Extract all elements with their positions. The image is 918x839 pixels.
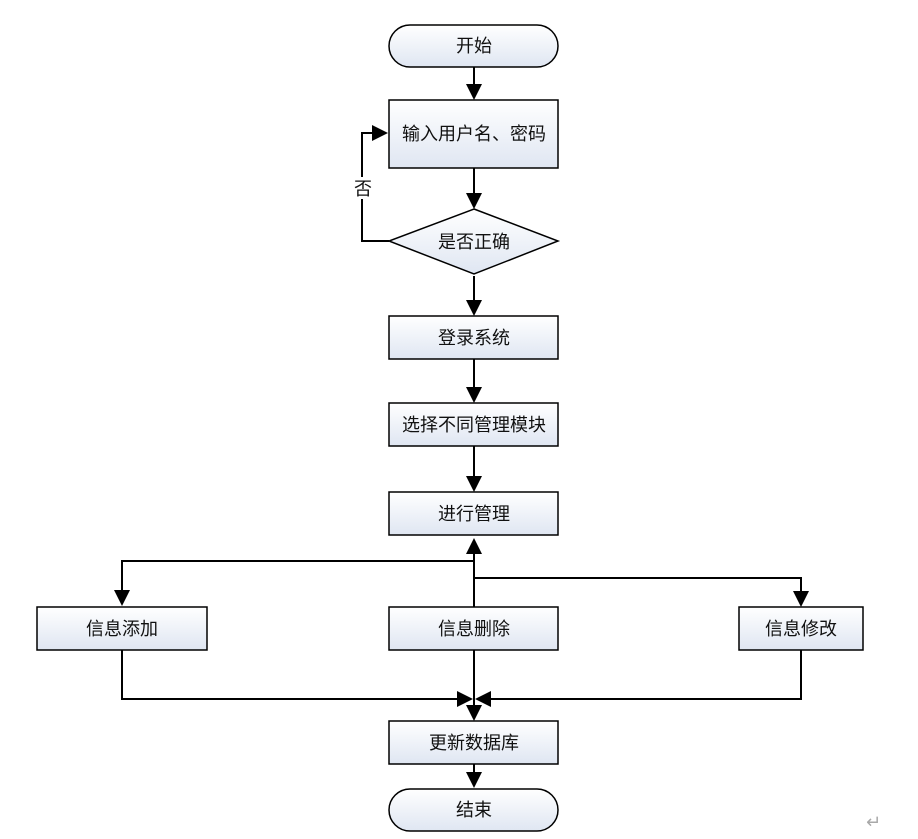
arrowhead-to-check [466,193,482,209]
node-login: 登录系统 [388,315,559,360]
arrowhead-to-add [114,590,130,606]
arrowhead-up-to-manage [466,538,482,554]
connectors [121,67,802,772]
edge-label-no: 否 [354,179,372,200]
arrowhead-loop-to-input [372,125,388,141]
edge-manage-modify [474,577,802,591]
arrowhead-to-update-left [457,691,473,707]
node-manage: 进行管理 [388,491,559,536]
node-update: 更新数据库 [388,720,559,765]
arrowhead-to-update-right [475,691,491,707]
arrowhead-to-select [466,387,482,403]
node-input: 输入用户名、密码 [388,99,559,169]
edge-manage-add [121,560,474,590]
node-manage-label: 进行管理 [438,504,510,525]
node-select: 选择不同管理模块 [388,402,559,447]
return-mark-icon: ↵ [866,812,882,833]
edge-modify-update [491,650,802,700]
node-add: 信息添加 [36,606,208,651]
arrowhead-to-manage [466,476,482,492]
arrowhead-to-end [466,772,482,788]
node-check-label: 是否正确 [438,232,510,253]
node-modify-label: 信息修改 [765,619,837,640]
node-login-label: 登录系统 [438,328,510,349]
arrowhead-to-modify [793,591,809,607]
arrowhead-to-input [466,84,482,100]
node-delete-label: 信息删除 [438,619,510,640]
node-end: 结束 [388,788,559,832]
node-check: 是否正确 [386,208,561,275]
arrowheads [114,84,809,788]
edge-add-update [121,650,457,700]
node-end-label: 结束 [456,800,492,821]
node-add-label: 信息添加 [86,619,158,640]
node-select-label: 选择不同管理模块 [402,415,546,436]
node-input-label: 输入用户名、密码 [402,124,546,145]
node-delete: 信息删除 [388,606,559,651]
arrowhead-to-update-down [466,705,482,721]
arrowhead-to-login [466,300,482,316]
node-update-label: 更新数据库 [429,733,519,754]
node-modify: 信息修改 [738,606,864,651]
node-start-label: 开始 [456,36,492,57]
node-start: 开始 [388,24,559,68]
edge-label-no-bg [352,177,374,199]
